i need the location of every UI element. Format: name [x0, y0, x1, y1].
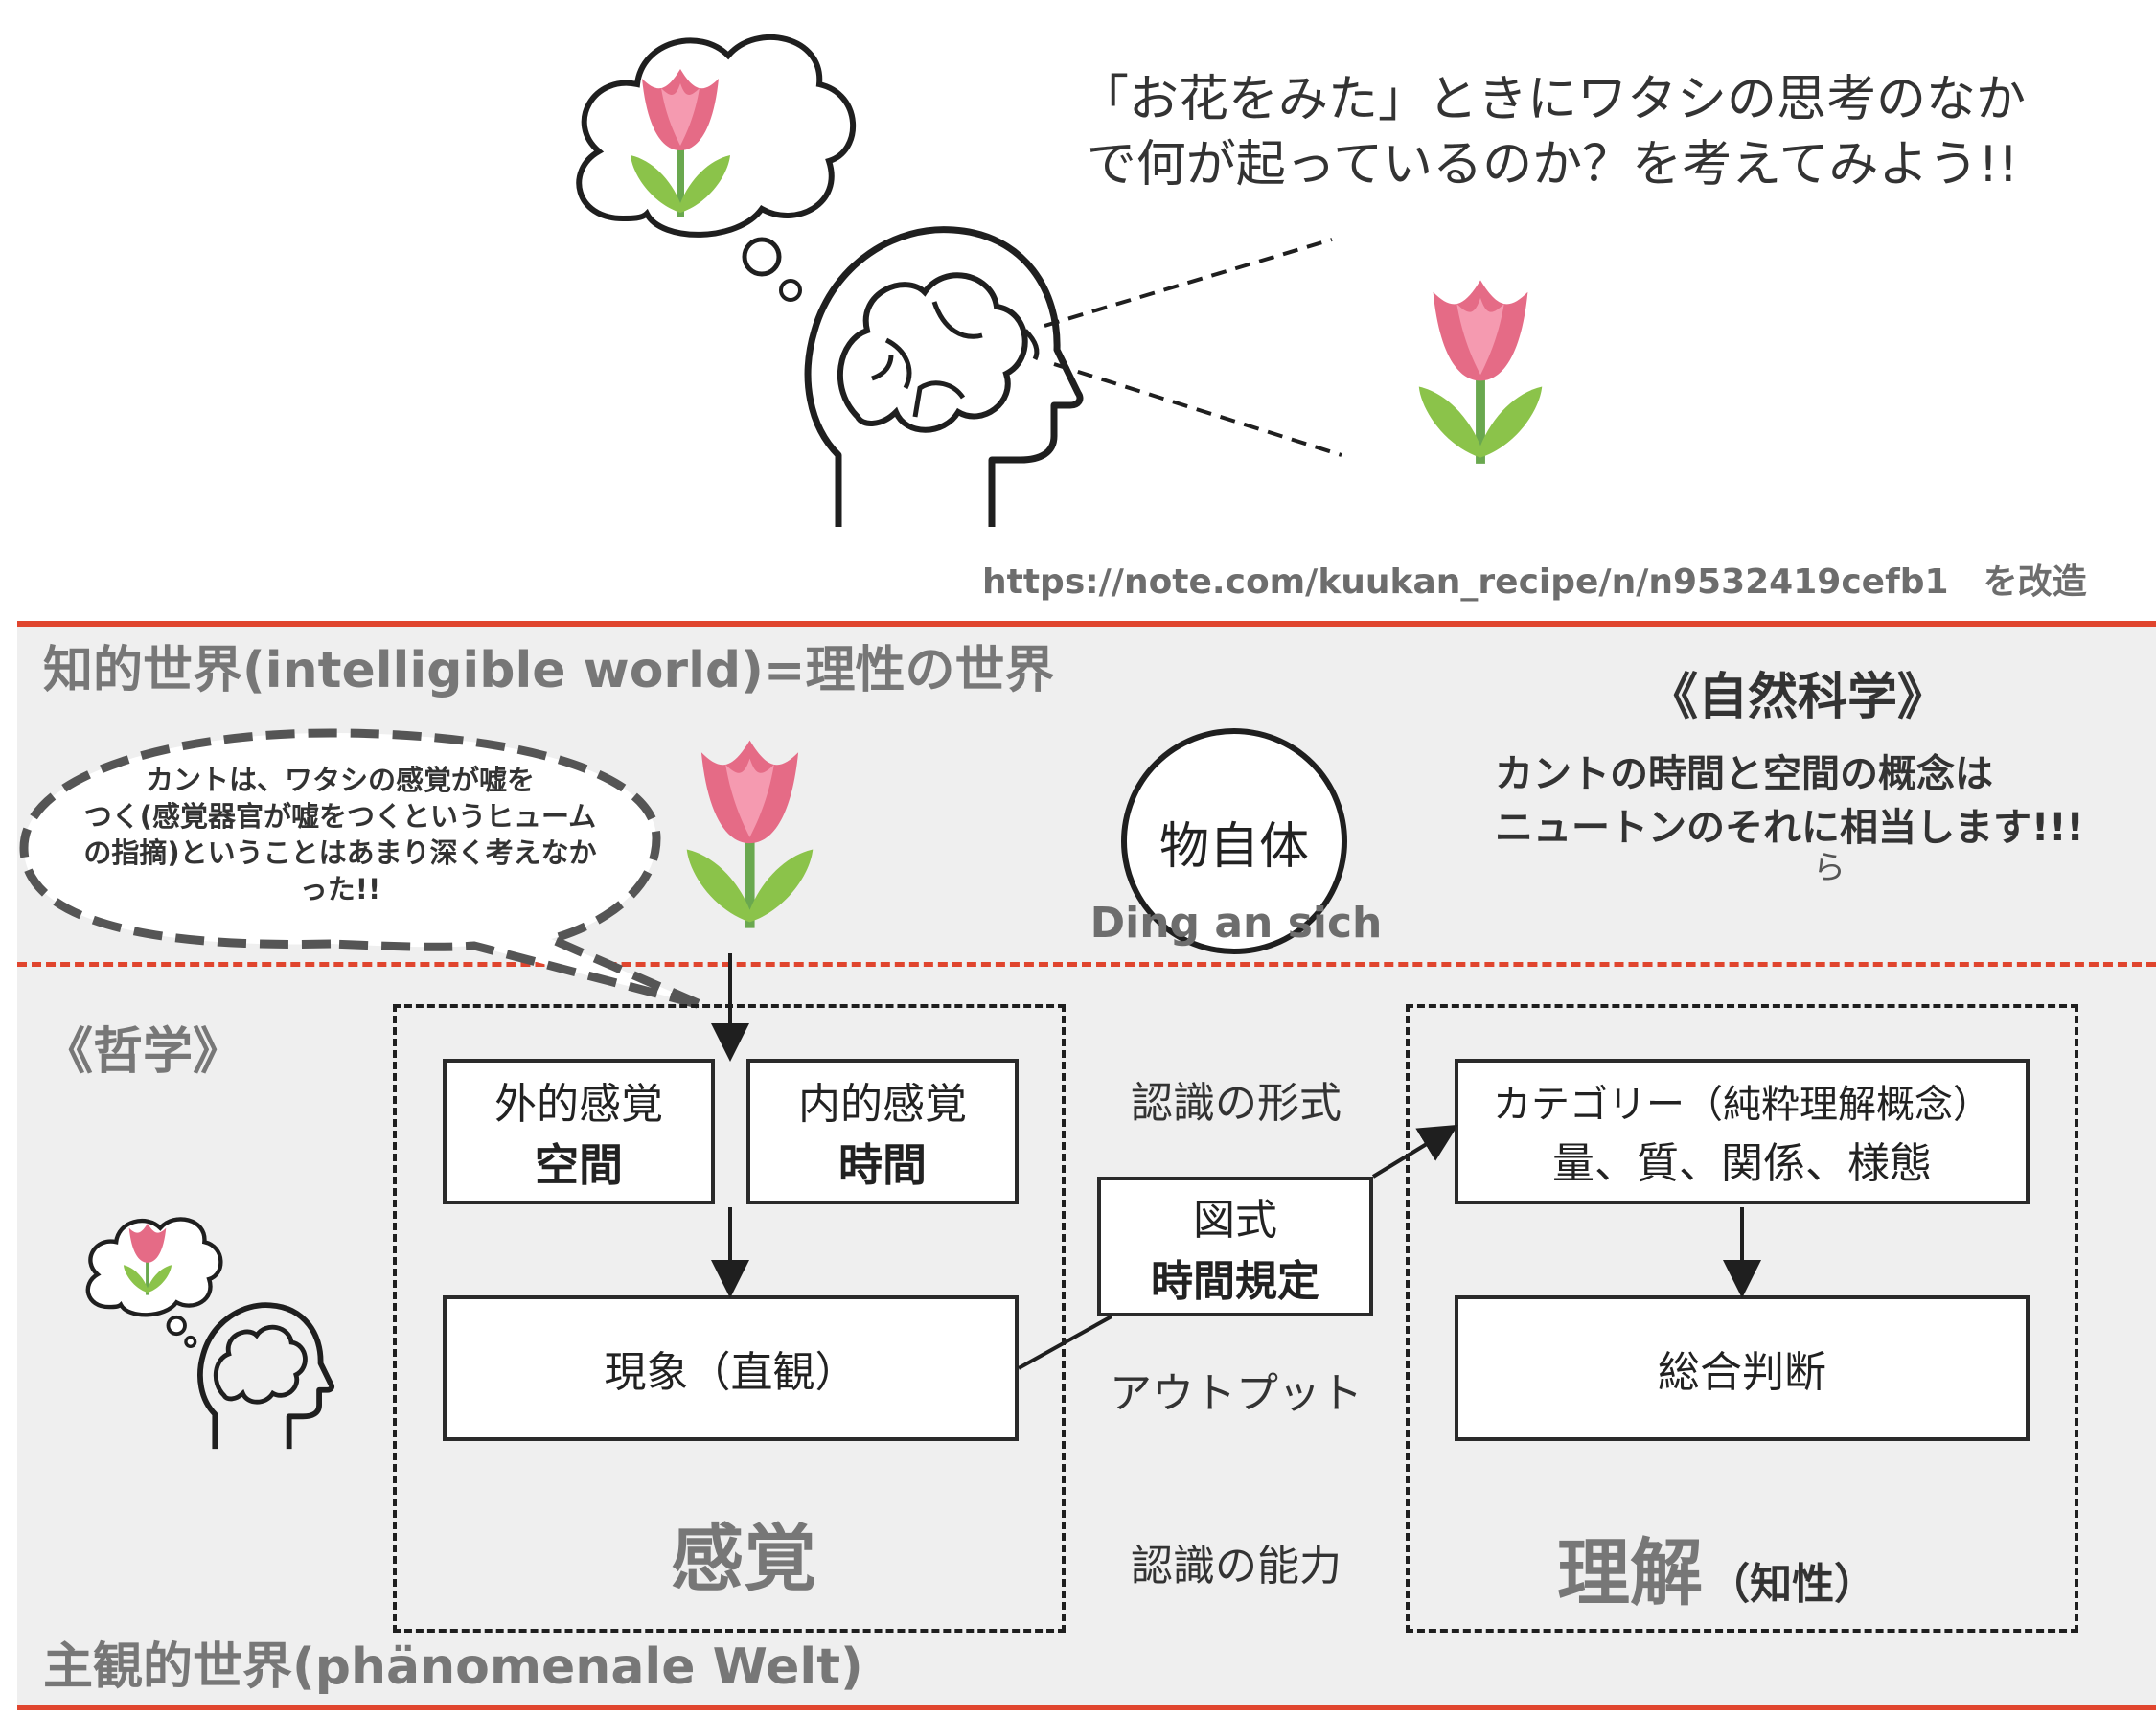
- middle-red-dashed-line: [17, 962, 2156, 967]
- category-box: カテゴリー（純粋理解概念） 量、質、関係、様態: [1455, 1059, 2030, 1204]
- inner-sense-box: 内的感覚 時間: [746, 1059, 1019, 1204]
- philosophy-title: 《哲学》: [43, 1023, 243, 1081]
- thing-in-itself-circle: 物自体: [1121, 728, 1347, 954]
- phenomenon-label: 現象（直観）: [604, 1348, 858, 1397]
- tulip-icon-seen: [1418, 280, 1543, 464]
- phenomenal-world-title: 主観的世界(phänomenale Welt): [43, 1638, 863, 1696]
- question-line-2: で何が起っているのか？を考えてみよう!!: [1086, 136, 2019, 194]
- intellect-label: （知性）: [1708, 1560, 1877, 1609]
- top-red-line: [17, 621, 2156, 627]
- intelligible-world-title: 知的世界(intelligible world)=理性の世界: [43, 642, 1055, 699]
- sensibility-label: 感覚: [671, 1516, 816, 1601]
- inner-sense-label: 内的感覚: [798, 1080, 967, 1129]
- speech-line-3: の指摘)ということはあまり深く考えなか: [83, 836, 597, 869]
- source-url: https://note.com/kuukan_recipe/n/n953241…: [982, 562, 2087, 602]
- faculty-of-cognition-label: 認識の能力: [1131, 1542, 1342, 1591]
- small-thinking-head-icon: [197, 1302, 335, 1450]
- outer-sense-value: 空間: [535, 1139, 623, 1191]
- speech-line-2: つく(感覚器官が嘘をつくというヒューム: [83, 800, 597, 833]
- bottom-red-line: [17, 1705, 2156, 1710]
- natural-science-title: 《自然科学》: [1648, 669, 1948, 726]
- outer-sense-label: 外的感覚: [494, 1080, 663, 1129]
- science-note-line-2: ニュートンのそれに相当します!!!: [1495, 806, 2084, 850]
- synthetic-judgment-label: 総合判断: [1658, 1348, 1826, 1397]
- schema-value: 時間規定: [1151, 1257, 1319, 1306]
- inner-sense-value: 時間: [838, 1139, 927, 1191]
- thinking-head-icon: [804, 226, 1084, 527]
- schema-label: 図式: [1193, 1196, 1277, 1245]
- understanding-container: [1406, 1004, 2078, 1633]
- speech-line-4: った!!: [299, 873, 381, 905]
- small-thought-cloud-icon: [85, 1217, 223, 1348]
- science-note-mark: ら: [1813, 849, 1846, 887]
- question-line-1: 「お花をみた」ときにワタシの思考のなか: [1078, 71, 2026, 128]
- sight-lines: [1044, 238, 1342, 457]
- small-tulip-icon: [123, 1223, 172, 1295]
- speech-line-1: カントは、ワタシの感覚が嘘を: [145, 764, 535, 796]
- ding-an-sich-label: Ding an sich: [1089, 899, 1383, 948]
- understanding-label: 理解: [1557, 1530, 1703, 1615]
- tulip-icon-in-thought: [631, 69, 730, 217]
- schema-box: 図式 時間規定: [1097, 1177, 1373, 1316]
- science-note-line-1: カントの時間と空間の概念は: [1495, 752, 1993, 796]
- tulip-icon-thing: [686, 740, 814, 928]
- outer-sense-box: 外的感覚 空間: [443, 1059, 715, 1204]
- speech-bubble: [19, 728, 706, 1011]
- form-of-cognition-label: 認識の形式: [1131, 1079, 1342, 1128]
- output-label: アウトプット: [1110, 1369, 1363, 1418]
- thing-in-itself-label: 物自体: [1158, 817, 1309, 876]
- category-line-1: カテゴリー（純粋理解概念）: [1493, 1083, 1991, 1127]
- category-line-2: 量、質、関係、様態: [1552, 1139, 1932, 1188]
